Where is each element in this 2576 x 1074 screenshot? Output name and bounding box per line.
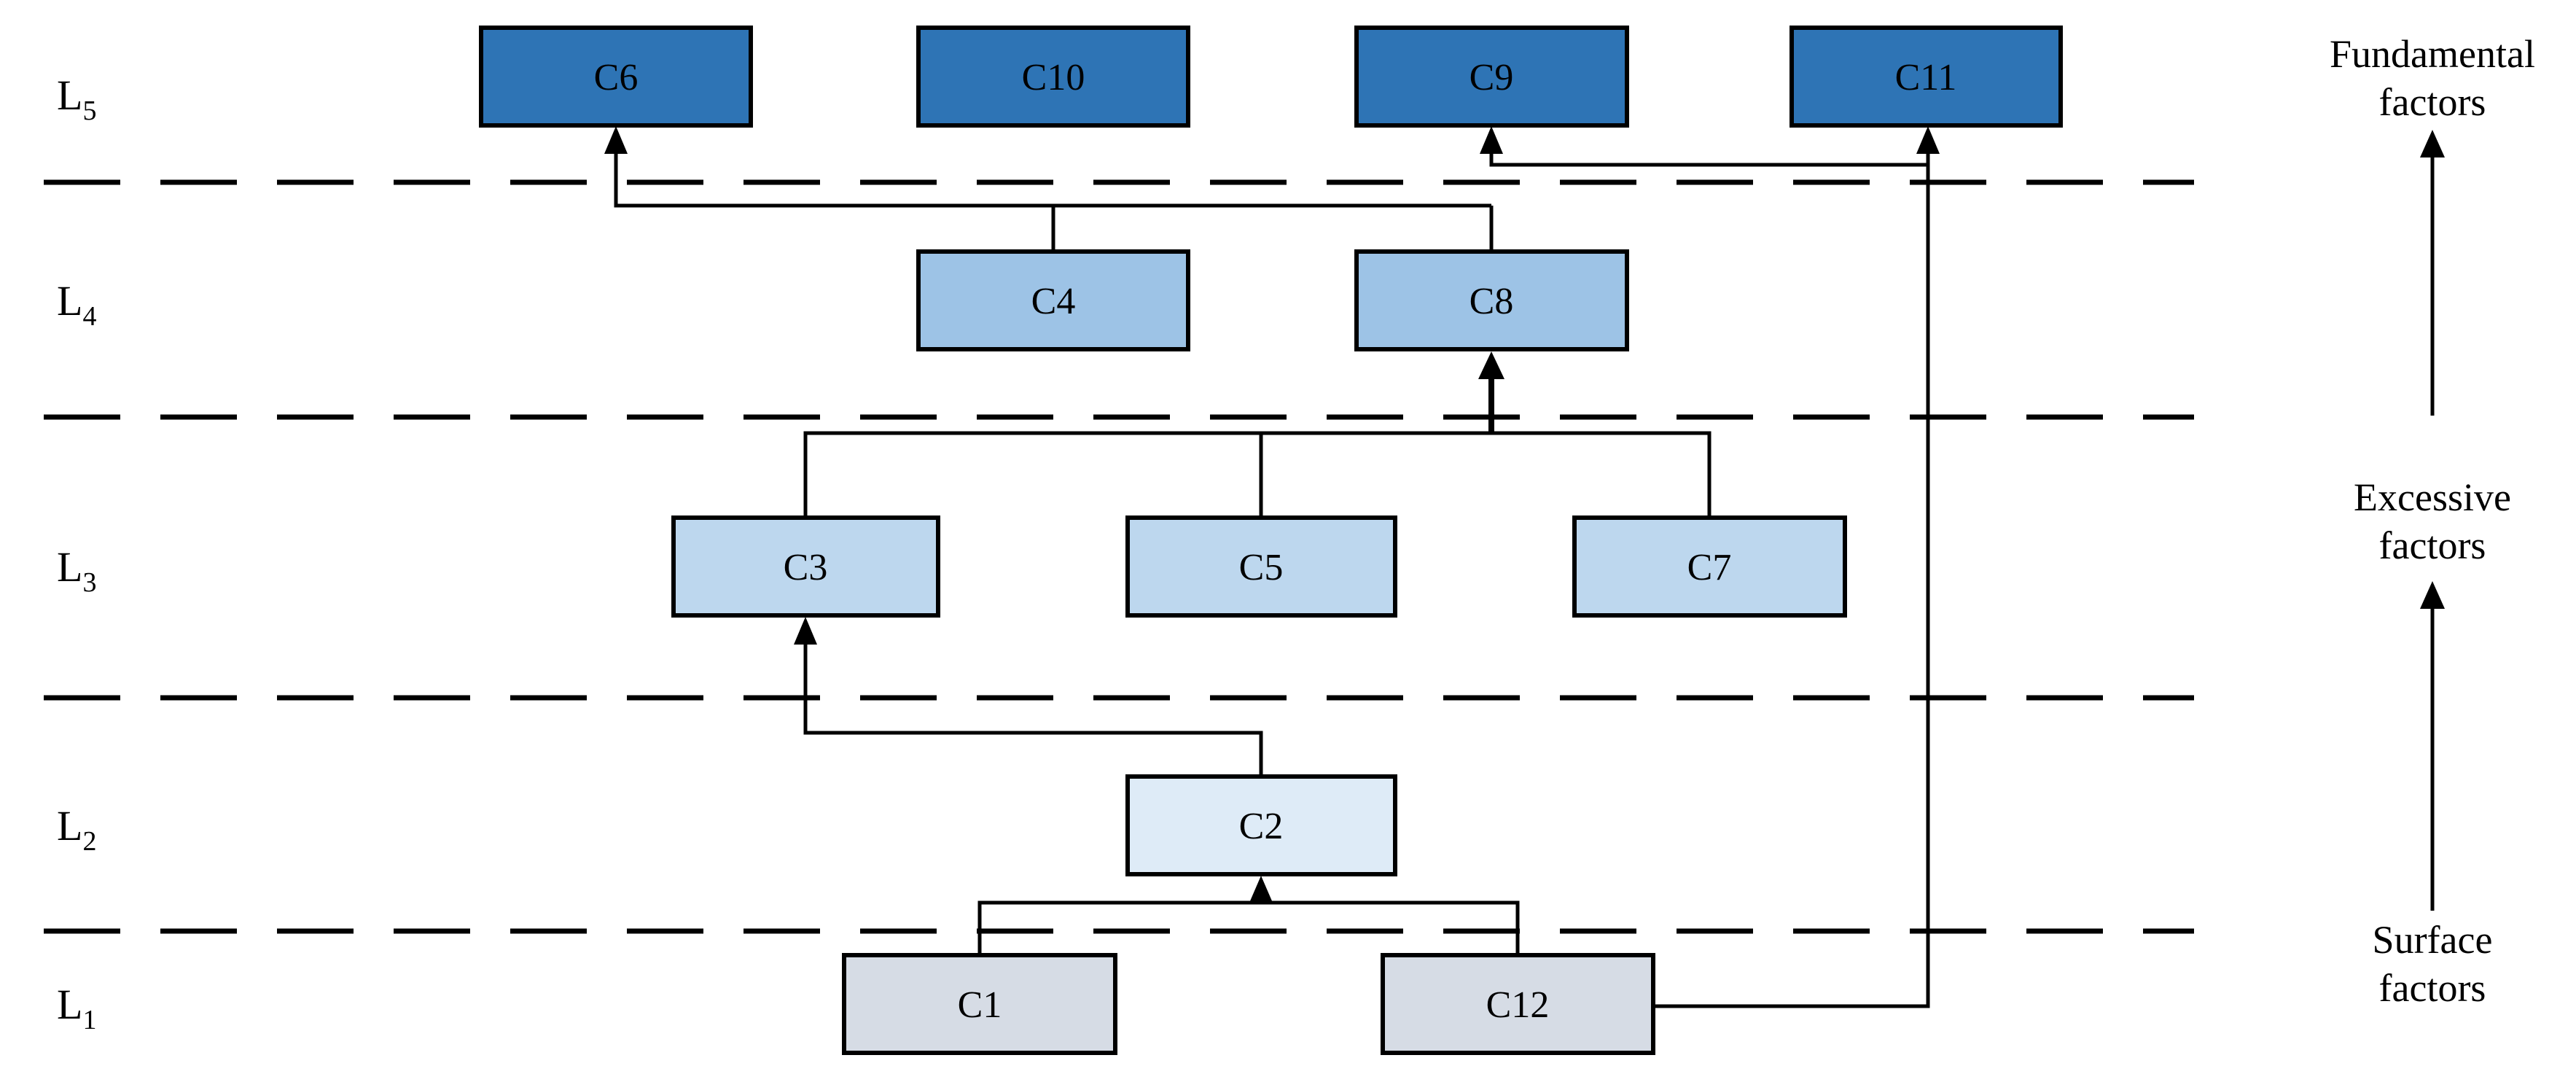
level-label-l5-prefix: L [57,71,82,119]
node-c2-label: C2 [1239,806,1284,847]
side-label-fundamental-line2: factors [2379,80,2486,124]
level-label-l1: L1 [57,981,96,1035]
node-c4: C4 [916,249,1190,351]
side-arrow-surface-to-excessive-head [2420,581,2445,609]
node-c5: C5 [1125,515,1397,618]
node-c5-box [1125,515,1397,618]
level-label-l2-prefix: L [57,802,82,849]
node-c4-label: C4 [1031,281,1076,322]
edge-l1-join-line [977,900,1520,955]
node-c3-label: C3 [784,547,828,588]
node-c7-box [1572,515,1847,618]
level-label-l5-sub: 5 [82,96,96,126]
node-c3: C3 [671,515,940,618]
arrowhead-into-c9 [1480,126,1503,154]
side-label-excessive-line1: Excessive [2354,475,2511,519]
node-c7-label: C7 [1687,547,1732,588]
node-c4-box [916,249,1190,351]
node-c11: C11 [1789,26,2063,128]
arrowhead-into-c11 [1916,126,1940,154]
node-c12: C12 [1381,953,1655,1055]
level-label-l4-prefix: L [57,277,82,324]
level-label-l3: L3 [57,543,96,598]
node-c12-label: C12 [1486,984,1550,1026]
node-c5-label: C5 [1239,547,1284,588]
side-label-surface-line2: factors [2379,966,2486,1010]
node-c1-label: C1 [958,984,1002,1026]
edge-c12-to-c11-line [1653,154,1930,1008]
node-c7: C7 [1572,515,1847,618]
node-c9: C9 [1354,26,1629,128]
level-label-l1-sub: 1 [82,1005,96,1035]
node-c11-label: C11 [1895,57,1957,98]
node-c2: C2 [1125,774,1397,876]
arrowhead-into-c6 [604,126,628,154]
edge-c2-to-c3-line [803,643,1263,777]
level-label-l5: L5 [57,71,96,126]
node-c12-box [1381,953,1655,1055]
level-label-l4-sub: 4 [82,301,96,332]
node-c10-label: C10 [1022,57,1085,98]
edge-c12-to-c9-branch [1489,154,1928,167]
arrowhead-into-c8 [1478,351,1504,379]
side-arrow-excessive-to-fundamental-head [2420,130,2445,157]
level-label-l2: L2 [57,802,96,857]
node-c6: C6 [479,26,753,128]
side-label-surface-line1: Surface [2373,918,2493,962]
node-c1-box [842,953,1117,1055]
node-c8-label: C8 [1470,281,1514,322]
node-c2-box [1125,774,1397,876]
level-label-l1-prefix: L [57,981,82,1028]
level-label-l3-prefix: L [57,543,82,591]
node-c1: C1 [842,953,1117,1055]
side-label-excessive-line2: factors [2379,524,2486,567]
level-label-l2-sub: 2 [82,826,96,857]
node-c8-box [1354,249,1629,351]
edge-l3-join-line [803,431,1712,518]
edge-c4c8-join-line [614,154,1491,208]
node-c9-label: C9 [1470,57,1514,98]
node-c10-box [916,26,1190,128]
arrowhead-into-c3 [794,617,817,645]
node-c6-label: C6 [594,57,639,98]
node-c3-box [671,515,940,618]
node-c9-box [1354,26,1629,128]
node-c8: C8 [1354,249,1629,351]
node-c10: C10 [916,26,1190,128]
level-label-l3-sub: 3 [82,567,96,598]
arrowhead-into-c2 [1249,876,1273,903]
node-c11-box [1789,26,2063,128]
level-label-l4: L4 [57,277,96,332]
node-c6-box [479,26,753,128]
side-label-fundamental-line1: Fundamental [2330,32,2535,76]
